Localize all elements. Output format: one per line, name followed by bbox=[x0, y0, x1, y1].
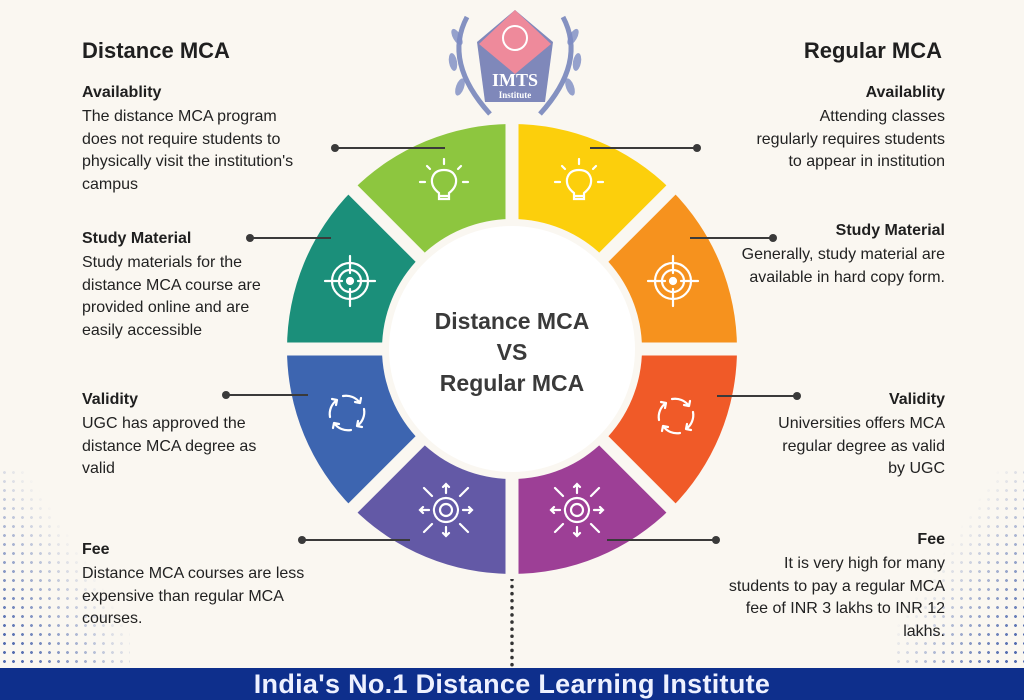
connector-line bbox=[298, 536, 410, 544]
distance-validity: Validity UGC has approved the distance M… bbox=[82, 391, 322, 481]
center-line-1: Distance MCA bbox=[434, 308, 590, 334]
block-body: Study materials for the distance MCA cou… bbox=[82, 254, 261, 339]
connector-line bbox=[331, 144, 445, 152]
lightbulb-icon bbox=[418, 157, 470, 201]
dot-pattern-left bbox=[0, 468, 130, 668]
regular-availability: Availablity Attending classes regularly … bbox=[705, 84, 945, 174]
center-title: Distance MCA VS Regular MCA bbox=[392, 306, 632, 399]
block-heading: Validity bbox=[82, 391, 139, 408]
connector-line bbox=[690, 234, 777, 242]
cycle-arrows-icon bbox=[328, 394, 366, 432]
block-body: Distance MCA courses are less expensive … bbox=[82, 565, 305, 627]
block-body: Attending classes regularly requires stu… bbox=[756, 108, 945, 170]
center-line-3: Regular MCA bbox=[439, 370, 585, 396]
connector-line bbox=[222, 391, 308, 399]
regular-validity: Validity Universities offers MCA regular… bbox=[705, 391, 945, 481]
block-heading: Fee bbox=[82, 541, 110, 558]
target-icon bbox=[646, 254, 700, 308]
cycle-arrows-icon bbox=[657, 397, 695, 435]
distance-fee: Fee Distance MCA courses are less expens… bbox=[82, 541, 322, 631]
block-heading: Fee bbox=[917, 531, 945, 548]
distance-study-material: Study Material Study materials for the d… bbox=[82, 230, 322, 342]
block-heading: Availablity bbox=[82, 84, 162, 101]
target-icon bbox=[323, 254, 377, 308]
imts-logo: IMTS Institute bbox=[448, 10, 582, 116]
connector-line bbox=[590, 144, 701, 152]
gear-arrows-icon bbox=[418, 482, 474, 538]
footer-banner: India's No.1 Distance Learning Institute bbox=[0, 668, 1024, 700]
dot-pattern-right bbox=[894, 468, 1024, 668]
connector-line bbox=[607, 536, 720, 544]
block-body: It is very high for many students to pay… bbox=[728, 555, 945, 640]
block-heading: Validity bbox=[888, 391, 945, 408]
svg-text:IMTS: IMTS bbox=[492, 70, 538, 90]
connector-line bbox=[246, 234, 331, 242]
center-line-2: VS bbox=[496, 339, 528, 365]
block-heading: Availablity bbox=[865, 84, 945, 101]
block-body: The distance MCA program does not requir… bbox=[82, 108, 294, 193]
regular-fee: Fee It is very high for many students to… bbox=[705, 531, 945, 643]
block-heading: Study Material bbox=[82, 230, 192, 247]
block-body: UGC has approved the distance MCA degree… bbox=[82, 415, 257, 477]
regular-mca-title: Regular MCA bbox=[803, 38, 942, 63]
distance-availability: Availablity The distance MCA program doe… bbox=[82, 84, 322, 196]
block-heading: Study Material bbox=[835, 222, 945, 239]
lightbulb-icon bbox=[553, 157, 605, 201]
svg-text:Institute: Institute bbox=[499, 90, 532, 100]
center-circle bbox=[389, 226, 635, 472]
regular-study-material: Study Material Generally, study material… bbox=[705, 222, 945, 289]
distance-mca-title: Distance MCA bbox=[82, 38, 230, 63]
block-body: Universities offers MCA regular degree a… bbox=[778, 415, 945, 477]
connector-line bbox=[717, 392, 801, 400]
gear-arrows-icon bbox=[549, 482, 605, 538]
block-body: Generally, study material are available … bbox=[741, 246, 945, 286]
